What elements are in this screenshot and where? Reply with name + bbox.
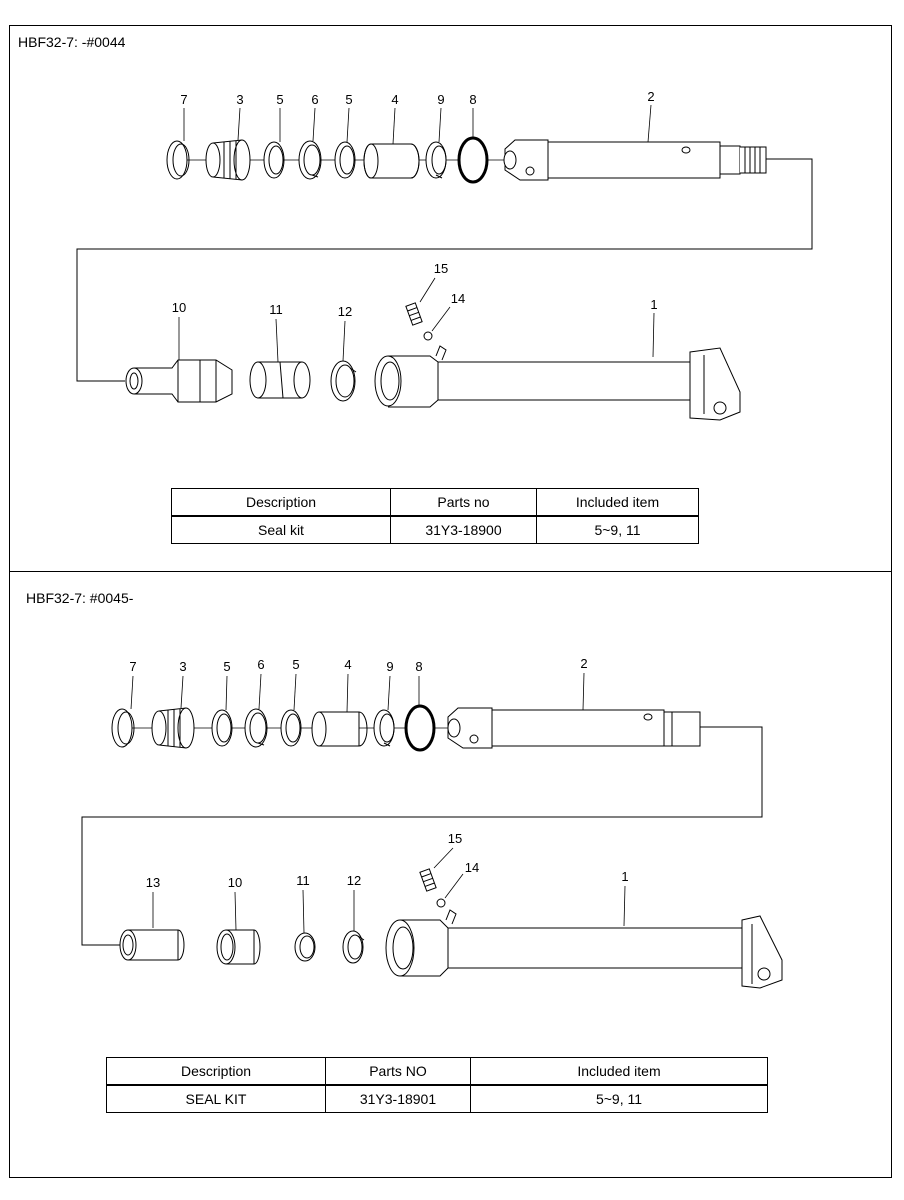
part-5b-ring	[334, 141, 356, 179]
part-15-set-screw	[405, 302, 423, 326]
part-15-set-screw-2	[419, 868, 437, 892]
callout-8: 8	[469, 92, 476, 107]
header-included-item: Included item	[470, 1057, 768, 1086]
part-8-o-ring	[457, 136, 489, 184]
part-5-ring-2	[211, 709, 233, 747]
callout-5: 5	[276, 92, 283, 107]
part-14-ball	[423, 331, 433, 341]
callout2-13: 13	[146, 875, 160, 890]
callout2-1: 1	[621, 869, 628, 884]
part-11-bushing	[249, 361, 311, 399]
table-header-row: Description Parts no Included item	[171, 488, 699, 517]
header-parts-no: Parts NO	[325, 1057, 471, 1086]
header-parts-no: Parts no	[390, 488, 537, 517]
callout-2: 2	[647, 89, 654, 104]
callout-14: 14	[451, 291, 465, 306]
header-included-item: Included item	[536, 488, 699, 517]
cell-included-item: 5~9, 11	[470, 1084, 768, 1113]
part-7-ring-2	[111, 708, 135, 748]
callout2-10: 10	[228, 875, 242, 890]
part-1-cylinder	[374, 345, 741, 421]
callout-5b: 5	[345, 92, 352, 107]
callout2-15: 15	[448, 831, 462, 846]
panel-2-diagram	[81, 704, 783, 989]
part-2-piston-rod-2	[447, 707, 701, 749]
callout-1: 1	[650, 297, 657, 312]
part-4-bushing	[363, 143, 420, 179]
seal-kit-table-2: Description Parts NO Included item SEAL …	[106, 1057, 768, 1113]
part-11-ring-2	[294, 932, 316, 962]
callout2-14: 14	[465, 860, 479, 875]
drawing-frame	[9, 25, 892, 1178]
part-9-ring	[425, 141, 447, 179]
part-5-ring	[263, 141, 285, 179]
part-6-ring-2	[244, 708, 268, 748]
part-13-spacer	[119, 929, 185, 961]
callout-9: 9	[437, 92, 444, 107]
part-2-piston-rod	[503, 139, 767, 181]
part-10-gland	[125, 359, 233, 403]
callout2-4: 4	[344, 657, 351, 672]
part-12-snap-ring-2	[342, 930, 365, 964]
header-description: Description	[171, 488, 391, 517]
part-14-ball-2	[436, 898, 446, 908]
callout2-3: 3	[179, 659, 186, 674]
part-8-o-ring-2	[404, 704, 436, 752]
callout-4: 4	[391, 92, 398, 107]
part-1-cylinder-2	[385, 909, 783, 989]
part-4-bushing-2	[311, 711, 368, 747]
callout-10: 10	[172, 300, 186, 315]
part-5b-ring-2	[280, 709, 302, 747]
callout2-8: 8	[415, 659, 422, 674]
callout2-12: 12	[347, 873, 361, 888]
callout2-6: 6	[257, 657, 264, 672]
part-3-nut-2	[151, 707, 195, 749]
callout-12: 12	[338, 304, 352, 319]
header-description: Description	[106, 1057, 326, 1086]
table-row: SEAL KIT 31Y3-18901 5~9, 11	[106, 1084, 768, 1113]
panel-2-title: HBF32-7: #0045-	[26, 590, 134, 606]
panel-1-title: HBF32-7: -#0044	[18, 34, 126, 50]
part-10-bushing-2	[216, 929, 261, 965]
part-7-ring	[166, 140, 190, 180]
table-header-row: Description Parts NO Included item	[106, 1057, 768, 1086]
part-6-ring	[298, 140, 322, 180]
part-12-snap-ring	[330, 360, 357, 402]
callout2-5: 5	[223, 659, 230, 674]
panel-1-diagram	[76, 136, 813, 421]
callout-3: 3	[236, 92, 243, 107]
callout-7: 7	[180, 92, 187, 107]
callout2-11: 11	[296, 873, 310, 888]
callout2-2: 2	[580, 656, 587, 671]
cell-included-item: 5~9, 11	[536, 515, 699, 544]
assembly-path-line	[76, 158, 813, 382]
seal-kit-table-1: Description Parts no Included item Seal …	[171, 488, 699, 544]
part-3-nut	[205, 139, 251, 181]
cell-description: Seal kit	[171, 515, 391, 544]
cell-parts-no: 31Y3-18901	[325, 1084, 471, 1113]
callout-11: 11	[269, 302, 283, 317]
callout2-7: 7	[129, 659, 136, 674]
part-9-ring-2	[373, 709, 395, 747]
cell-description: SEAL KIT	[106, 1084, 326, 1113]
callout2-9: 9	[386, 659, 393, 674]
callout-15: 15	[434, 261, 448, 276]
assembly-path-line-2	[81, 726, 763, 946]
callout2-5b: 5	[292, 657, 299, 672]
panel-divider	[9, 571, 892, 572]
callout-6: 6	[311, 92, 318, 107]
table-row: Seal kit 31Y3-18900 5~9, 11	[171, 515, 699, 544]
cell-parts-no: 31Y3-18900	[390, 515, 537, 544]
